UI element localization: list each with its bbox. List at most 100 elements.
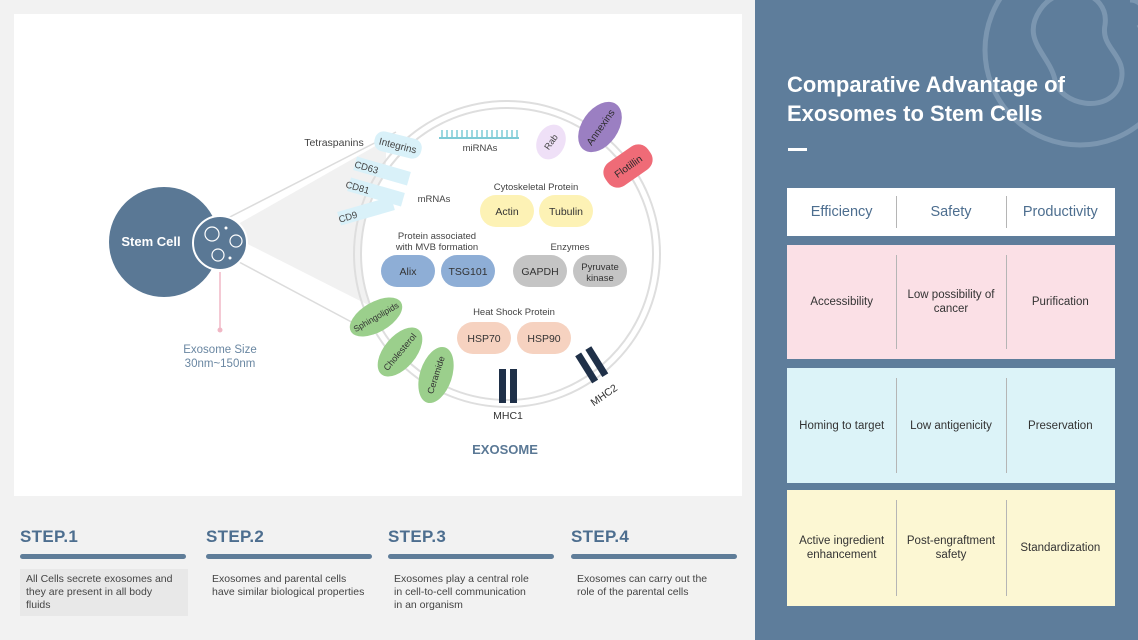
- step-title: STEP.3: [388, 527, 447, 546]
- cd63-marker: [353, 156, 411, 186]
- table-cell: Standardization: [1005, 490, 1115, 606]
- size-pointer-dot: [217, 327, 223, 333]
- tetraspanins-label: Tetraspanins: [304, 137, 364, 149]
- step-description: Exosomes play a central role in cell-to-…: [388, 569, 556, 616]
- cone-line-bottom: [223, 253, 375, 335]
- table-cell: Active ingredient enhancement: [799, 535, 885, 561]
- step-line: fluids: [26, 599, 51, 611]
- hsp90-label: HSP90: [527, 333, 560, 345]
- cell-watermark-icon: [982, 0, 1138, 148]
- step-bar: [388, 554, 554, 559]
- table-header-row: Efficiency Safety Productivity: [787, 188, 1115, 236]
- mhc2-label: MHC2: [589, 382, 620, 409]
- title-line: Comparative Advantage of: [787, 72, 1065, 97]
- table-cell: Low antigenicity: [896, 368, 1005, 483]
- step-bar: [20, 554, 186, 559]
- step-line: role of the parental cells: [577, 586, 689, 598]
- pyruvate-label-line2: kinase: [586, 273, 613, 284]
- hsp70-label: HSP70: [467, 333, 500, 345]
- table-cell: Homing to target: [799, 419, 885, 432]
- actin-label: Actin: [495, 206, 519, 218]
- alix-label: Alix: [400, 266, 418, 278]
- cd9-marker: [337, 196, 395, 226]
- mirnas-label: miRNAs: [463, 143, 498, 154]
- step-bar: [571, 554, 737, 559]
- step-title: STEP.1: [20, 527, 79, 546]
- step-line: All Cells secrete exosomes and: [26, 573, 173, 585]
- mhc1-bar-right: [510, 369, 517, 403]
- table-cell: Purification: [1005, 245, 1115, 359]
- tubulin-label: Tubulin: [549, 206, 583, 218]
- header-productivity: Productivity: [1005, 188, 1115, 236]
- rab-protein: [536, 124, 566, 160]
- mrnas-label: mRNAs: [418, 194, 451, 205]
- enzymes-label: Enzymes: [550, 242, 589, 253]
- step-bar: [206, 554, 372, 559]
- table-row: Active ingredient enhancement Post-engra…: [787, 490, 1115, 606]
- exosome-label: EXOSOME: [472, 442, 538, 457]
- mini-dot: [228, 256, 232, 260]
- step-line: in an organism: [394, 599, 463, 611]
- stem-cell: [109, 187, 219, 297]
- panel-title: Comparative Advantage of Exosomes to Ste…: [787, 70, 1065, 128]
- pyruvate-label-line1: Pyruvate: [581, 262, 619, 273]
- mini-vesicle: [211, 248, 225, 262]
- step-line: they are present in all body: [26, 586, 153, 598]
- step-line: in cell-to-cell communication: [394, 586, 526, 598]
- alix-protein: [381, 255, 435, 287]
- projection-cone: [224, 140, 386, 314]
- exosome-size-label: Exosome Size: [183, 344, 257, 356]
- table-cell: Post-engraftment safety: [896, 490, 1005, 606]
- tsg101-protein: [441, 255, 495, 287]
- exosome-membrane-outer: [353, 100, 661, 408]
- annexins-protein: [578, 101, 622, 153]
- table-cell: Accessibility: [810, 296, 873, 308]
- flotillin-protein: [603, 144, 653, 188]
- table-cell: Preservation: [1005, 368, 1115, 483]
- gapdh-label: GAPDH: [521, 266, 558, 278]
- step-4: STEP.4 Exosomes can carry out the role o…: [571, 520, 739, 603]
- cytoskeletal-label: Cytoskeletal Protein: [494, 182, 578, 193]
- mvb-label-line1: Protein associated: [398, 231, 476, 242]
- gapdh-protein: [513, 255, 567, 287]
- mini-dot: [224, 226, 228, 230]
- mhc2-bar-left: [575, 352, 599, 384]
- integrins-marker: [374, 131, 422, 159]
- mini-vesicle: [204, 226, 220, 242]
- step-line: Exosomes can carry out the: [577, 573, 708, 585]
- step-line: have similar biological properties: [212, 586, 365, 598]
- mhc1-label: MHC1: [493, 410, 523, 422]
- step-3: STEP.3 Exosomes play a central role in c…: [388, 520, 556, 616]
- table-cell: Low possibility of cancer: [896, 245, 1005, 359]
- stem-cell-exosome-zoom: [192, 215, 248, 271]
- step-line: Exosomes play a central role: [394, 573, 529, 585]
- cd9-label: CD9: [337, 210, 358, 226]
- step-1: STEP.1 All Cells secrete exosomes and th…: [20, 520, 188, 616]
- title-line: Exosomes to Stem Cells: [787, 101, 1043, 126]
- table-row: Accessibility Low possibility of cancer …: [787, 245, 1115, 359]
- mhc1-bar-left: [499, 369, 506, 403]
- step-line: Exosomes and parental cells: [212, 573, 347, 585]
- step-2: STEP.2 Exosomes and parental cells have …: [206, 520, 374, 603]
- exosome-membrane-inner: [360, 107, 654, 401]
- header-safety: Safety: [896, 188, 1005, 236]
- cholesterol-lipid: [377, 327, 423, 377]
- tubulin-protein: [539, 195, 593, 227]
- sphingolipids-lipid: [349, 297, 403, 337]
- step-description: Exosomes can carry out the role of the p…: [571, 569, 739, 603]
- step-title: STEP.4: [571, 527, 630, 546]
- hsp70-protein: [457, 322, 511, 354]
- title-divider: [788, 148, 807, 151]
- mhc2-bar-right: [585, 346, 609, 378]
- mini-vesicle: [229, 234, 243, 248]
- stem-cell-label: Stem Cell: [121, 234, 180, 249]
- mvb-label-line2: with MVB formation: [395, 242, 478, 253]
- mirnas-teeth: [441, 130, 518, 138]
- ceramide-lipid: [418, 346, 454, 404]
- hsp90-protein: [517, 322, 571, 354]
- cone-line-top: [223, 131, 397, 221]
- tsg101-label: TSG101: [448, 266, 487, 278]
- step-description: Exosomes and parental cells have similar…: [206, 569, 374, 603]
- actin-protein: [480, 195, 534, 227]
- steps-section: STEP.1 All Cells secrete exosomes and th…: [14, 520, 742, 630]
